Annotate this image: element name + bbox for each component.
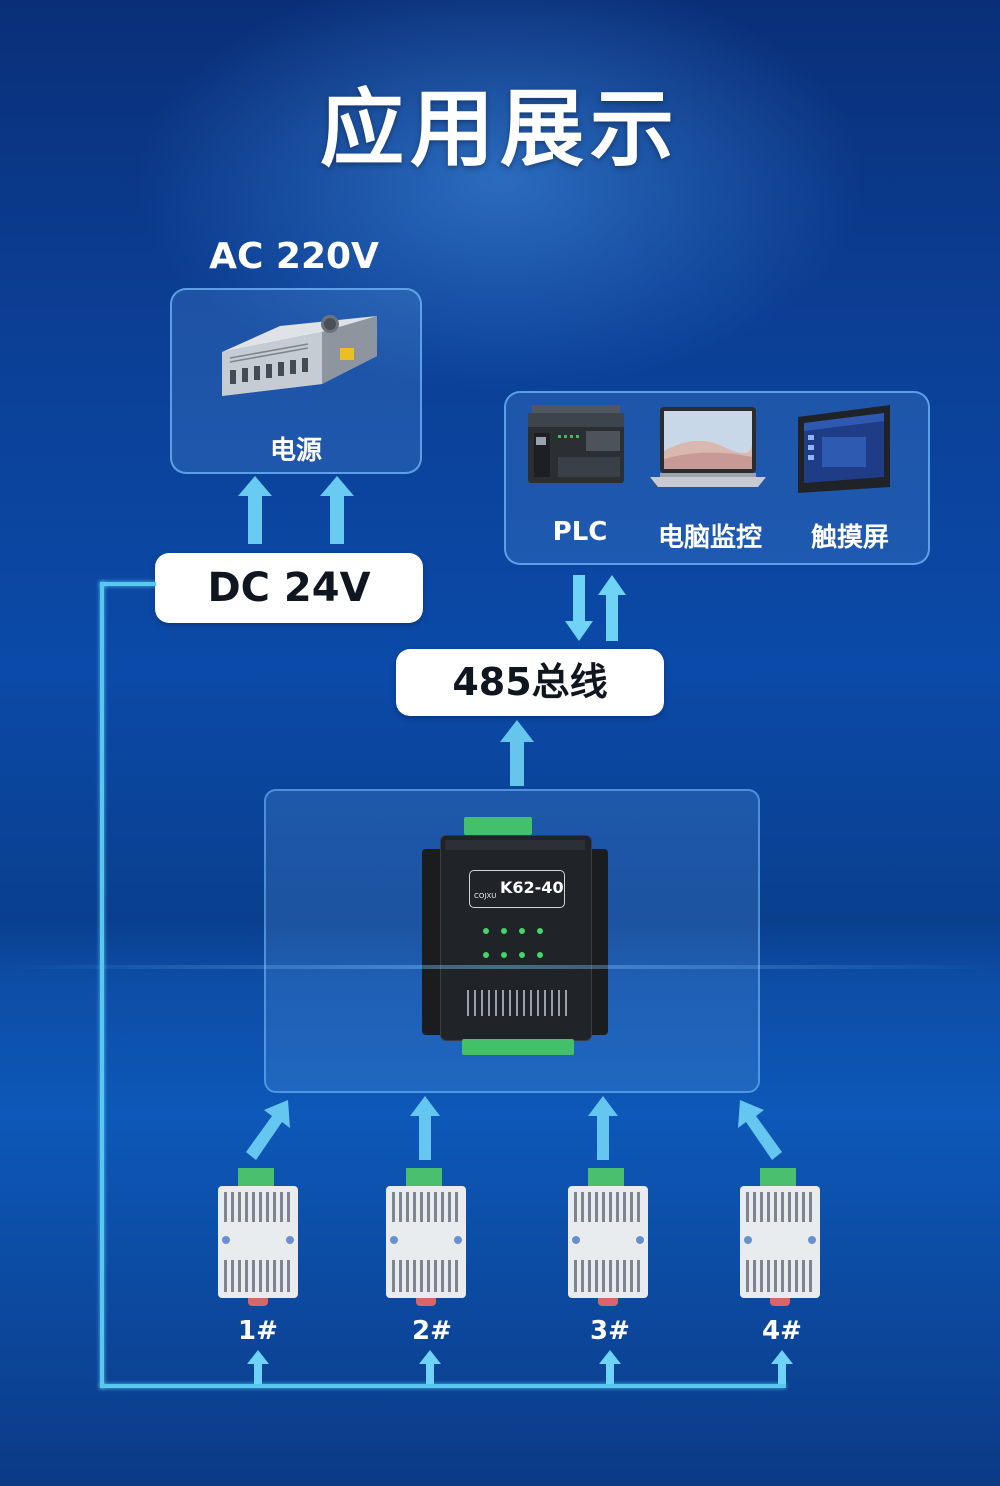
arrow-up-icon (320, 476, 354, 544)
sensor-label-1: 1# (238, 1316, 278, 1346)
page-title: 应用展示 (319, 80, 680, 178)
mounting-ear-left (422, 849, 444, 1035)
arrow-up-icon (238, 476, 272, 544)
arrow-up-icon (771, 1350, 793, 1384)
top-terminal-block (464, 817, 532, 835)
sensor-label-3: 3# (590, 1316, 630, 1346)
arrow-up-icon (410, 1096, 440, 1160)
host-devices-panel: PLC 电脑监控 触摸屏 (504, 391, 930, 565)
sensor-device (218, 1168, 298, 1308)
module-body: COJXU K62-40 (440, 835, 592, 1041)
plc-image (528, 405, 624, 483)
brand-label: COJXU (474, 892, 497, 900)
sensor-label-4: 4# (762, 1316, 802, 1346)
power-wire (100, 582, 104, 1388)
arrow-diagonal-icon (246, 1100, 290, 1160)
power-wire (100, 1384, 786, 1388)
sensor-device (740, 1168, 820, 1308)
k62-40-module: COJXU K62-40 (422, 817, 608, 1055)
vent-slots (467, 990, 567, 1016)
host-device-label-touchscreen: 触摸屏 (810, 523, 889, 553)
arrow-down-icon (565, 575, 593, 641)
model-label: K62-40 (500, 878, 564, 897)
sensor-label-2: 2# (412, 1316, 452, 1346)
sensor-device (568, 1168, 648, 1308)
model-plate: COJXU K62-40 (469, 870, 565, 908)
power-supply-label: 电源 (269, 436, 322, 466)
arrow-up-icon (419, 1350, 441, 1384)
arrow-up-icon (599, 1350, 621, 1384)
touchscreen-image (798, 405, 890, 493)
host-device-label-plc: PLC (552, 517, 608, 547)
bottom-terminal-block (462, 1039, 574, 1055)
status-led-row (479, 928, 559, 968)
host-device-label-pc: 电脑监控 (657, 523, 762, 553)
module-header-strip (445, 840, 585, 850)
arrow-up-icon (500, 720, 534, 786)
dc-24v-label: DC 24V (155, 553, 423, 623)
laptop-image (650, 407, 766, 487)
power-supply-panel: 电源 (170, 288, 422, 474)
sensor-device (386, 1168, 466, 1308)
power-supply-image (222, 315, 377, 396)
power-wire (100, 582, 156, 586)
arrow-up-icon (598, 575, 626, 641)
module-panel: COJXU K62-40 (264, 789, 760, 1093)
arrow-diagonal-icon (738, 1100, 782, 1160)
arrow-up-icon (247, 1350, 269, 1384)
rs485-bus-label: 485总线 (396, 649, 664, 716)
arrow-up-icon (588, 1096, 618, 1160)
ac-input-label: AC 220V (209, 236, 379, 277)
